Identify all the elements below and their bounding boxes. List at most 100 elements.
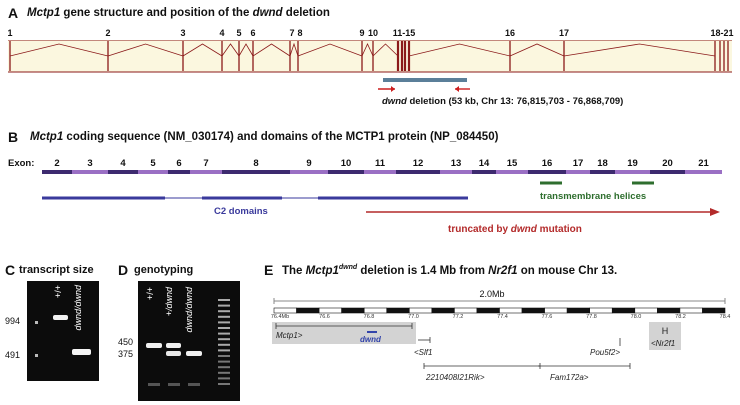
coding-exon-label: 4 bbox=[120, 158, 126, 169]
gene-label-nr2f1: <Nr2f1 bbox=[651, 339, 675, 348]
deletion-bar bbox=[383, 78, 467, 82]
panel-b-title-rest: coding sequence (NM_030174) and domains … bbox=[63, 131, 499, 143]
ladder-band bbox=[218, 338, 230, 341]
ruler-segment bbox=[702, 307, 726, 314]
northern-blot-image: +/+ dwnd/dwnd bbox=[27, 281, 99, 381]
marker-450-label: 450 bbox=[118, 337, 134, 347]
gene-label-fam172a: Fam172a> bbox=[550, 373, 589, 382]
intron-line bbox=[182, 43, 223, 57]
ruler-segment bbox=[611, 307, 636, 314]
ruler-segment bbox=[386, 307, 410, 314]
ladder-band bbox=[218, 343, 230, 346]
coding-exon-segment bbox=[496, 170, 528, 174]
intron-line bbox=[289, 42, 299, 57]
ruler-segment bbox=[409, 307, 433, 314]
coding-exon-label: 6 bbox=[176, 158, 182, 169]
ruler-segment bbox=[657, 307, 681, 314]
intron-line bbox=[238, 43, 254, 57]
marker-491-label: 491 bbox=[5, 350, 21, 360]
ladder-band bbox=[218, 349, 230, 352]
exon-number-label: 18-21 bbox=[710, 28, 734, 38]
exon-prefix-label: Exon: bbox=[8, 158, 35, 169]
nr2f1-marker-glyph: H bbox=[662, 326, 669, 336]
panel-a-title-gene: Mctp1 bbox=[27, 7, 61, 19]
panel-e-title-pre: The bbox=[282, 264, 306, 277]
deletion-caption-dwnd: dwnd bbox=[382, 96, 407, 107]
primer-dimer-band bbox=[168, 383, 180, 386]
ruler-segment bbox=[521, 307, 545, 314]
coding-exon-label: 12 bbox=[412, 158, 424, 169]
panel-e-title-nr2f1: Nr2f1 bbox=[488, 264, 518, 277]
pcr-gel-image: +/+ +/dwnd dwnd/dwnd bbox=[138, 281, 240, 401]
wt-band bbox=[53, 315, 68, 320]
hom-band-375 bbox=[186, 351, 202, 356]
intron-line bbox=[107, 43, 184, 57]
exon-number-label: 17 bbox=[558, 28, 570, 38]
coding-exon-label: 17 bbox=[572, 158, 584, 169]
nr2f1-gene-box bbox=[649, 322, 681, 350]
ruler-segment bbox=[363, 307, 388, 314]
coding-exon-segment bbox=[440, 170, 472, 174]
exon-number-label: 9 bbox=[359, 28, 365, 38]
coding-exon-segment bbox=[328, 170, 364, 174]
coding-exon-label: 10 bbox=[340, 158, 352, 169]
coding-exon-label: 21 bbox=[698, 158, 709, 169]
primer-arrow-forward-head bbox=[391, 86, 395, 92]
ruler-tick-label: 77.0 bbox=[408, 314, 419, 320]
c2-domains-label: C2 domains bbox=[214, 206, 268, 217]
panel-b-label: B bbox=[8, 129, 19, 145]
ladder-band bbox=[218, 332, 230, 335]
coding-exon-segment bbox=[396, 170, 440, 174]
ruler-tick-label: 78.2 bbox=[675, 314, 686, 320]
ruler-segment bbox=[318, 307, 342, 314]
gene-label-pou5f2: Pou5f2> bbox=[590, 348, 620, 357]
ladder-band bbox=[218, 321, 230, 324]
coding-exon-label: 16 bbox=[541, 158, 553, 169]
coding-exon-label: 7 bbox=[203, 158, 209, 169]
panel-a-title: Mctp1 gene structure and position of the… bbox=[27, 7, 330, 19]
coding-exon-segment bbox=[108, 170, 138, 174]
intron-line bbox=[563, 43, 716, 57]
protein-domain-diagram bbox=[42, 170, 722, 216]
deletion-caption: dwnd deletion (53 kb, Chr 13: 76,815,703… bbox=[382, 96, 623, 107]
ruler-tick-label: 76.4Mb bbox=[271, 314, 289, 320]
coding-exon-label: 3 bbox=[87, 158, 93, 169]
ruler-segment bbox=[566, 307, 590, 314]
panel-a-title-dwnd: dwnd bbox=[252, 7, 283, 19]
panel-c-title: transcript size bbox=[19, 264, 94, 276]
scale-label: 2.0Mb bbox=[479, 289, 504, 299]
coding-exon-label: 18 bbox=[597, 158, 608, 169]
intron-line bbox=[221, 43, 240, 57]
exon-number-label: 5 bbox=[236, 28, 242, 38]
dwnd-mark bbox=[367, 331, 377, 333]
ladder-band bbox=[218, 310, 230, 313]
ruler-segment bbox=[341, 307, 365, 314]
panel-e-title-gene: Mctp1 bbox=[305, 264, 339, 277]
panel-c-label: C bbox=[5, 262, 16, 278]
gene-band bbox=[8, 40, 732, 72]
truncation-label-post: mutation bbox=[536, 224, 582, 235]
panel-b-title-gene: Mctp1 bbox=[30, 131, 64, 143]
ladder-band bbox=[218, 371, 230, 374]
exon-number-label: 3 bbox=[180, 28, 186, 38]
lane-het-label: +/dwnd bbox=[164, 286, 174, 316]
truncation-label-dwnd: dwnd bbox=[510, 224, 537, 235]
truncation-arrow-head bbox=[710, 208, 720, 216]
coding-exon-label: 20 bbox=[662, 158, 673, 169]
coding-exon-label: 15 bbox=[506, 158, 518, 169]
intron-line bbox=[408, 43, 511, 57]
gene-label-slf1: <Slf1 bbox=[414, 348, 432, 357]
ruler-tick-label: 78.4 bbox=[720, 314, 731, 320]
intron-line bbox=[372, 43, 399, 57]
ladder-band bbox=[218, 355, 230, 357]
coding-exon-label: 9 bbox=[306, 158, 312, 169]
gene-label-dwnd: dwnd bbox=[360, 335, 382, 344]
dwnd-band bbox=[72, 349, 91, 355]
exon-number-label: 10 bbox=[367, 28, 379, 38]
intron-line bbox=[361, 43, 374, 57]
ruler-segment bbox=[589, 307, 613, 314]
exon-number-label: 4 bbox=[219, 28, 225, 38]
